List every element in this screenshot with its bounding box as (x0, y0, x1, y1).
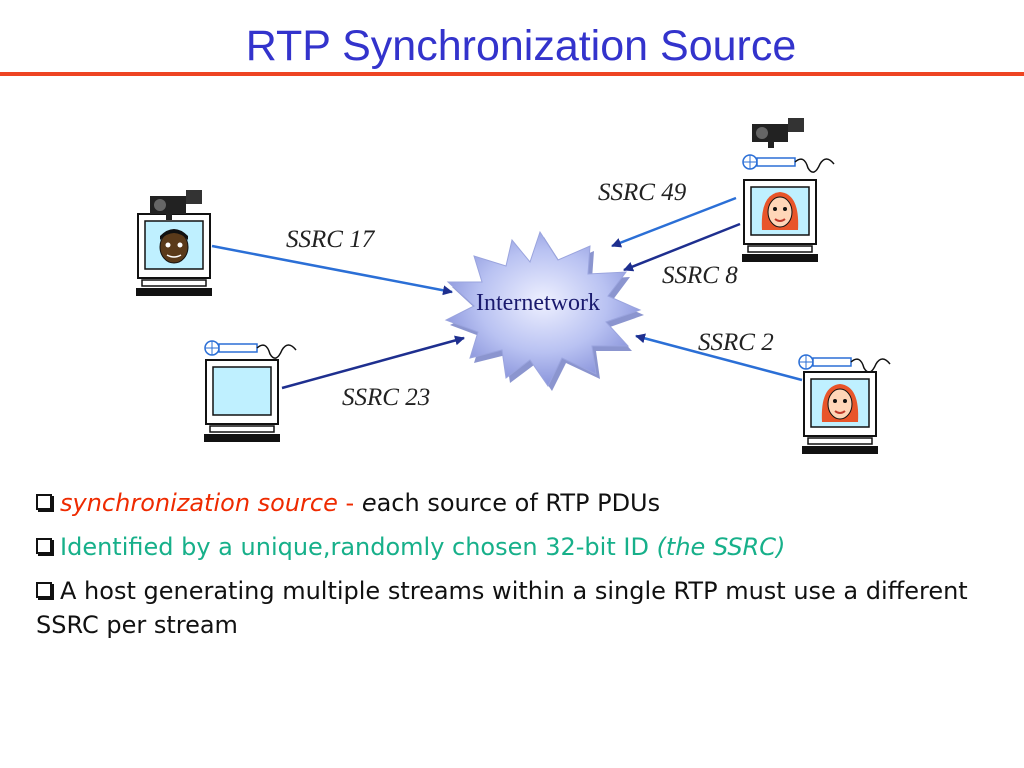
microphone-icon (204, 340, 297, 359)
person-face-icon (159, 229, 189, 264)
separator-text: - (337, 489, 362, 517)
bullet-text: ach source of RTP PDUs (376, 489, 661, 517)
bullet-box-icon (36, 582, 52, 598)
arrow-ssrc-49 (611, 196, 737, 248)
person-face-icon (761, 192, 799, 230)
arrow-ssrc-17 (211, 244, 453, 296)
bullet-text: A host generating multiple streams withi… (36, 577, 968, 639)
computer-ssrc-49-8 (742, 179, 818, 262)
title-divider (0, 72, 1024, 76)
bullet-box-icon (36, 538, 52, 554)
bullet-item: synchronization source - each source of … (36, 486, 976, 520)
bullet-box-icon (36, 494, 52, 510)
label-ssrc-8: SSRC 8 (662, 262, 738, 289)
computer-ssrc-2 (802, 371, 878, 454)
bullet-list: synchronization source - each source of … (36, 486, 976, 652)
internetwork-label: Internetwork (476, 290, 600, 316)
microphone-icon (742, 154, 835, 173)
microphone-icon (798, 354, 891, 373)
label-ssrc-17: SSRC 17 (286, 226, 376, 253)
label-ssrc-23: SSRC 23 (342, 384, 430, 411)
label-ssrc-2: SSRC 2 (698, 329, 774, 356)
label-ssrc-49: SSRC 49 (598, 179, 687, 206)
lead-letter: e (361, 489, 377, 517)
internetwork-cloud: Internetwork (444, 230, 644, 391)
page-title: RTP Synchronization Source (245, 22, 797, 70)
bullet-text: Identified by a unique,randomly chosen 3… (60, 533, 657, 561)
person-face-icon (821, 384, 859, 422)
bullet-item: Identified by a unique,randomly chosen 3… (36, 530, 976, 564)
bullet-italic-text: (the SSRC) (656, 533, 786, 561)
computer-ssrc-17 (136, 213, 212, 296)
arrow-ssrc-2 (635, 333, 803, 382)
video-camera-icon (150, 190, 202, 220)
computer-ssrc-23 (204, 359, 280, 442)
arrow-ssrc-23 (281, 335, 465, 390)
ssrc-diagram: Internetwork SSRC 17 SSRC 23 SSRC 49 SSR… (136, 118, 891, 454)
video-camera-icon (752, 118, 804, 148)
term-text: synchronization source (60, 489, 338, 517)
bullet-item: A host generating multiple streams withi… (36, 574, 976, 642)
arrow-ssrc-8 (623, 222, 741, 272)
